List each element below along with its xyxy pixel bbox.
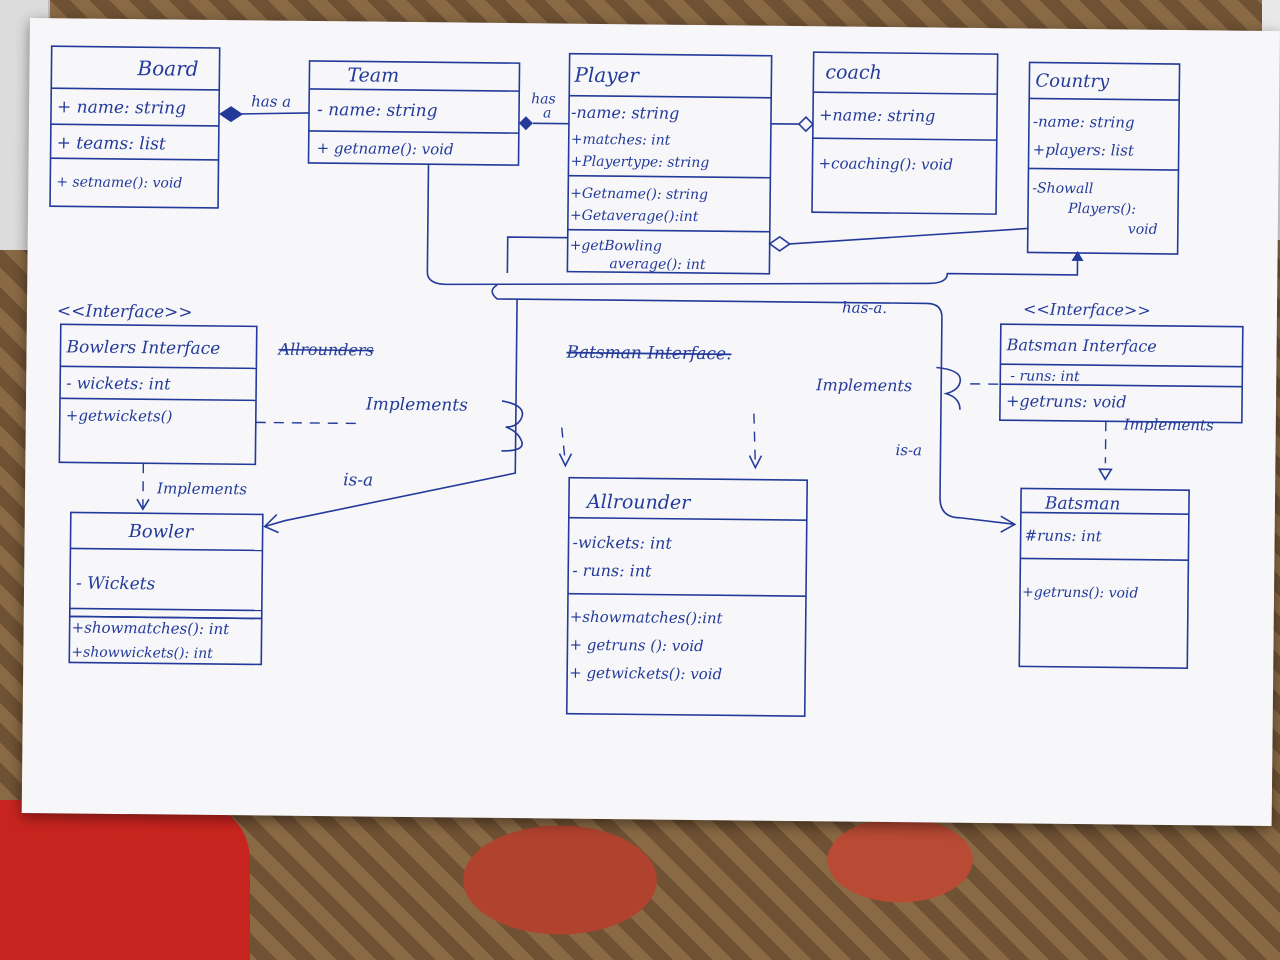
- player-attr: +matches: int: [571, 132, 671, 149]
- a-label: a: [543, 105, 552, 121]
- assoc-player-country: [506, 227, 1028, 274]
- is-a-label: is-a: [343, 470, 373, 490]
- coach-method: +coaching(): void: [818, 154, 953, 173]
- assoc-team-player: has a: [518, 91, 569, 131]
- player-method: average(): int: [609, 256, 706, 273]
- batsman-interface-attr: - runs: int: [1010, 368, 1080, 385]
- paper-sheet: Board + name: string + teams: list + set…: [21, 18, 1280, 827]
- coach-attr: +name: string: [819, 105, 936, 125]
- class-bowler: Bowler - Wickets +showmatches(): int +sh…: [68, 511, 264, 666]
- country-method: void: [1128, 222, 1158, 238]
- batsman-interface-title: Batsman Interface: [1006, 335, 1157, 356]
- bowler-interface-method: +getwickets(): [66, 406, 173, 425]
- team-attr: - name: string: [317, 100, 438, 121]
- player-method: +Getname(): string: [570, 186, 708, 203]
- board-attr: + name: string: [57, 97, 186, 118]
- country-attr: +players: list: [1033, 141, 1135, 160]
- player-attr: -name: string: [571, 103, 680, 123]
- bowler-interface-stereotype: <<Interface>>: [57, 301, 193, 322]
- allrounder-method: + getruns (): void: [569, 636, 703, 655]
- coach-title: coach: [825, 61, 882, 84]
- player-method: +getBowling: [570, 238, 662, 255]
- has-label: has: [531, 91, 556, 107]
- bowler-method: +showwickets(): int: [71, 644, 213, 661]
- class-bowlers-interface: <<Interface>> Bowlers Interface - wicket…: [57, 301, 374, 466]
- batsman-attr: #runs: int: [1025, 526, 1103, 545]
- class-country: Country -name: string +players: list -Sh…: [1026, 61, 1181, 255]
- player-attr: +Playertype: string: [570, 154, 709, 171]
- bowler-interface-attr: - wickets: int: [66, 373, 171, 393]
- assoc-board-team: has a: [219, 92, 310, 123]
- implements-label: Implements: [1123, 415, 1214, 434]
- implements-label: Implements: [156, 479, 247, 498]
- implements-batsman: Implements: [1097, 415, 1214, 481]
- is-a-bowler: is-a: [263, 299, 518, 534]
- player-title: Player: [573, 63, 640, 88]
- team-method: + getname(): void: [317, 139, 454, 158]
- player-method: +Getaverage():int: [570, 208, 699, 225]
- bowler-method: +showmatches(): int: [72, 618, 231, 638]
- assoc-player-coach: [770, 116, 815, 133]
- allrounder-method: +showmatches():int: [570, 608, 724, 628]
- has-a-label: has-a.: [842, 299, 887, 317]
- class-board: Board + name: string + teams: list + set…: [49, 45, 221, 209]
- bowler-attr: - Wickets: [76, 574, 156, 595]
- board-title: Board: [136, 56, 198, 81]
- implements-allrounder-batsman: Implements: [815, 366, 1001, 410]
- bowler-title: Bowler: [128, 521, 195, 543]
- country-attr: -name: string: [1033, 113, 1135, 132]
- uml-diagram: Board + name: string + teams: list + set…: [49, 45, 1244, 717]
- red-cloth: [0, 800, 250, 960]
- class-allrounder: Allrounder -wickets: int - runs: int +sh…: [565, 476, 809, 717]
- allrounder-title: Allrounder: [585, 491, 693, 514]
- implements-bowler: Implements: [136, 463, 247, 511]
- class-batsman-interface: <<Interface>> Batsman Interface - runs: …: [999, 299, 1244, 424]
- batsman-title: Batsman: [1044, 494, 1121, 515]
- is-a-batsman: is-a: [895, 317, 1017, 533]
- struck-batsman-interface: Batsman Interface.: [565, 343, 763, 470]
- allrounder-method: + getwickets(): void: [569, 664, 722, 684]
- class-batsman: Batsman #runs: int +getruns(): void: [1018, 487, 1190, 669]
- country-title: Country: [1035, 71, 1110, 93]
- allrounder-attr: - runs: int: [572, 561, 652, 581]
- has-a-label: has a: [251, 92, 291, 110]
- class-coach: coach +name: string +coaching(): void: [811, 51, 999, 215]
- allrounder-attr: -wickets: int: [572, 533, 672, 553]
- batsman-interface-method: +getruns: void: [1006, 391, 1127, 411]
- class-team: Team - name: string + getname(): void: [307, 60, 521, 166]
- implements-allrounder-bowler: Implements: [255, 395, 573, 468]
- struck-label: Allrounders: [276, 340, 373, 360]
- class-player: Player -name: string +matches: int +Play…: [566, 52, 773, 275]
- country-method: -Showall: [1032, 181, 1093, 198]
- assoc-has-a-country: has-a.: [426, 164, 1084, 318]
- struck-label: Batsman Interface.: [565, 343, 731, 365]
- bowler-interface-title: Bowlers Interface: [65, 337, 220, 359]
- board-method: + setname(): void: [56, 174, 182, 191]
- board-attr: + teams: list: [57, 133, 166, 154]
- country-method: Players():: [1067, 201, 1136, 218]
- batsman-interface-stereotype: <<Interface>>: [1023, 299, 1151, 319]
- implements-label: Implements: [365, 395, 468, 416]
- team-title: Team: [347, 64, 399, 87]
- batsman-method: +getruns(): void: [1022, 584, 1139, 601]
- is-a-label: is-a: [895, 441, 922, 459]
- implements-label: Implements: [815, 375, 912, 395]
